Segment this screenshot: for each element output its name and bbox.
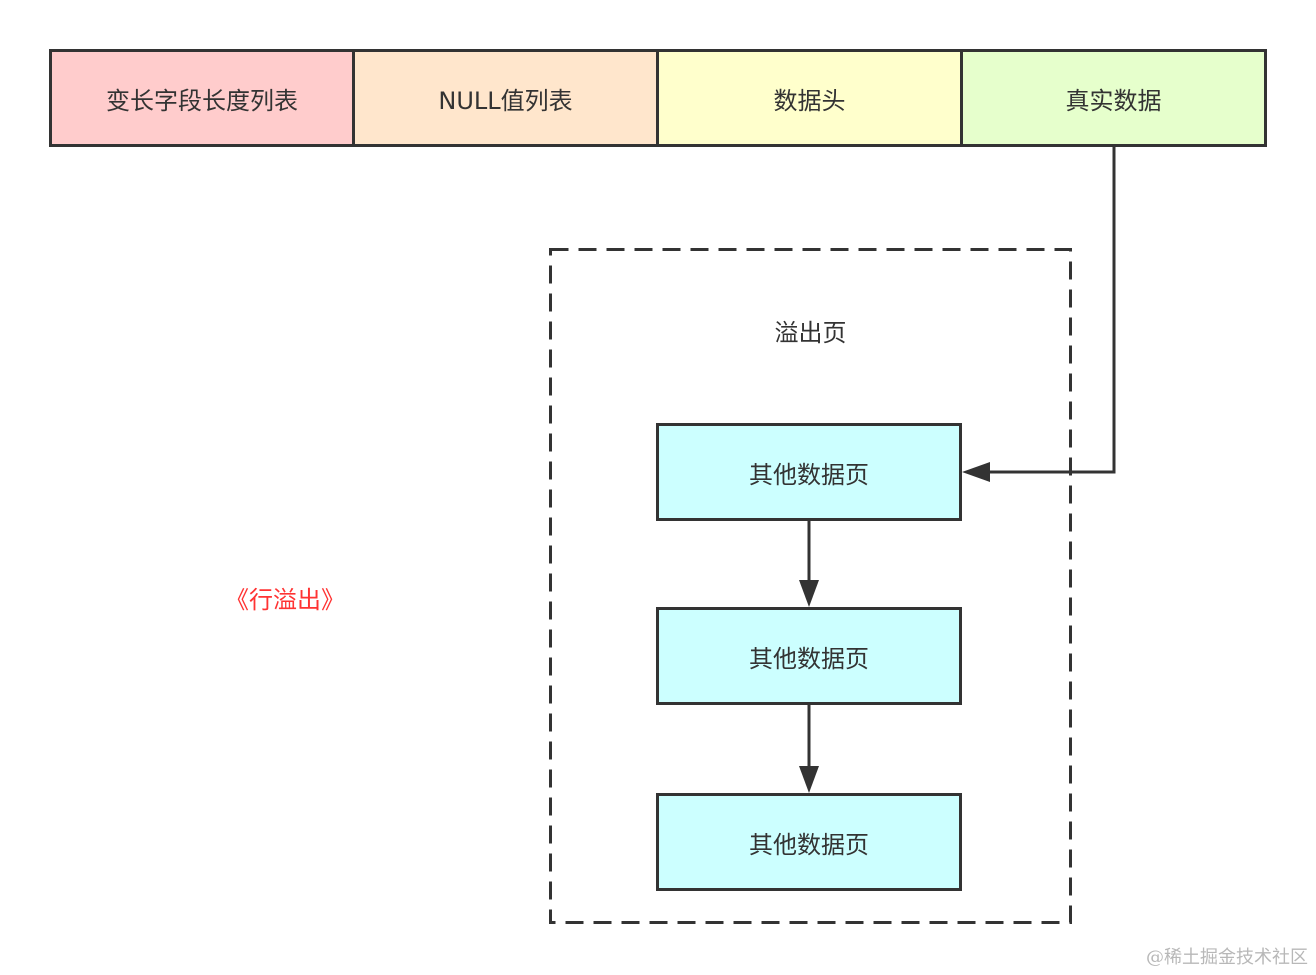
field-variable-length-list: 变长字段长度列表 <box>49 49 355 147</box>
field-null-list: NULL值列表 <box>355 49 659 147</box>
arrow-page1-to-page2 <box>799 521 819 607</box>
other-data-page-2: 其他数据页 <box>656 607 962 705</box>
overflow-dashed-border <box>549 248 1072 924</box>
overflow-page-title: 溢出页 <box>774 319 847 347</box>
watermark: @稀土掘金技术社区 <box>1146 947 1308 968</box>
other-data-page-1: 其他数据页 <box>656 423 962 521</box>
row-overflow-label: 《行溢出》 <box>225 586 345 614</box>
arrow-page2-to-page3 <box>799 705 819 793</box>
field-real-data: 真实数据 <box>963 49 1267 147</box>
field-data-header: 数据头 <box>659 49 963 147</box>
other-data-page-3: 其他数据页 <box>656 793 962 891</box>
overflow-page-container <box>549 248 1072 924</box>
arrow-real-data-to-page <box>962 147 1116 482</box>
row-record-bar: 变长字段长度列表 NULL值列表 数据头 真实数据 <box>49 49 1267 147</box>
